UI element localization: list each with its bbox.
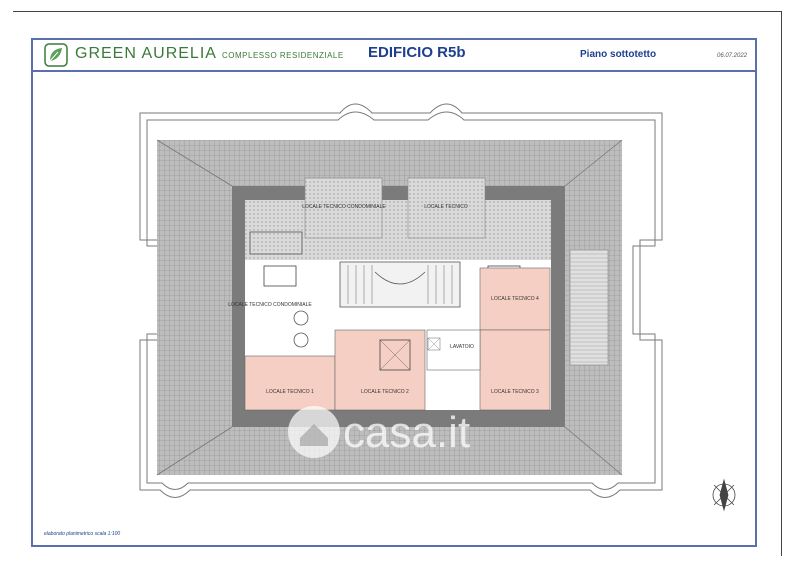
- terrace: [245, 200, 551, 260]
- building-title: EDIFICIO R5b: [368, 44, 466, 61]
- leaf-logo-icon: [44, 43, 68, 67]
- stair-treads: [347, 265, 453, 304]
- stairwell: [339, 261, 461, 308]
- brand-subtitle: COMPLESSO RESIDENZIALE: [222, 51, 344, 60]
- floor-title: Piano sottotetto: [580, 49, 657, 60]
- service-block-left: [263, 265, 297, 287]
- solar-panels: [569, 249, 609, 366]
- dormer-left: [304, 177, 383, 239]
- room-tech-4: [479, 267, 551, 331]
- sheet-border-right: [781, 11, 782, 556]
- north-arrow-icon: [712, 478, 736, 512]
- terrace-bench: [249, 231, 303, 255]
- drawing-date: 06.07.2022: [717, 53, 748, 59]
- drawing-frame: [31, 38, 757, 547]
- room-tech-1: [244, 355, 336, 411]
- watermark: casa.it: [288, 406, 470, 458]
- elevator-shaft: [379, 339, 411, 371]
- label-tech-1: LOCALE TECNICO 1: [266, 389, 314, 395]
- watermark-text: casa.it: [343, 408, 470, 457]
- room-tech-3: [479, 329, 551, 411]
- dormer-right: [407, 177, 486, 239]
- title-block: [33, 40, 755, 72]
- label-tech-3: LOCALE TECNICO 3: [491, 389, 539, 395]
- label-lavatoio: LAVATOIO: [450, 344, 474, 350]
- label-tech-condo: LOCALE TECNICO CONDOMINIALE: [228, 302, 312, 308]
- stair-curve: [374, 271, 426, 285]
- label-tech-2: LOCALE TECNICO 2: [361, 389, 409, 395]
- label-tech-4: LOCALE TECNICO 4: [491, 296, 539, 302]
- vent-top: [293, 310, 309, 326]
- dormer-right-label: LOCALE TECNICO: [424, 204, 468, 210]
- brand-name: GREEN AURELIA: [75, 45, 217, 62]
- scale-note: elaborato planimetrico scala 1:100: [44, 531, 121, 537]
- roof-hips: [156, 139, 623, 476]
- dormer-left-label: LOCALE TECNICO CONDOMINIALE: [302, 204, 386, 210]
- parapet-outline: [139, 103, 663, 498]
- sheet-border-top: [13, 11, 781, 12]
- vent-bottom: [293, 332, 309, 348]
